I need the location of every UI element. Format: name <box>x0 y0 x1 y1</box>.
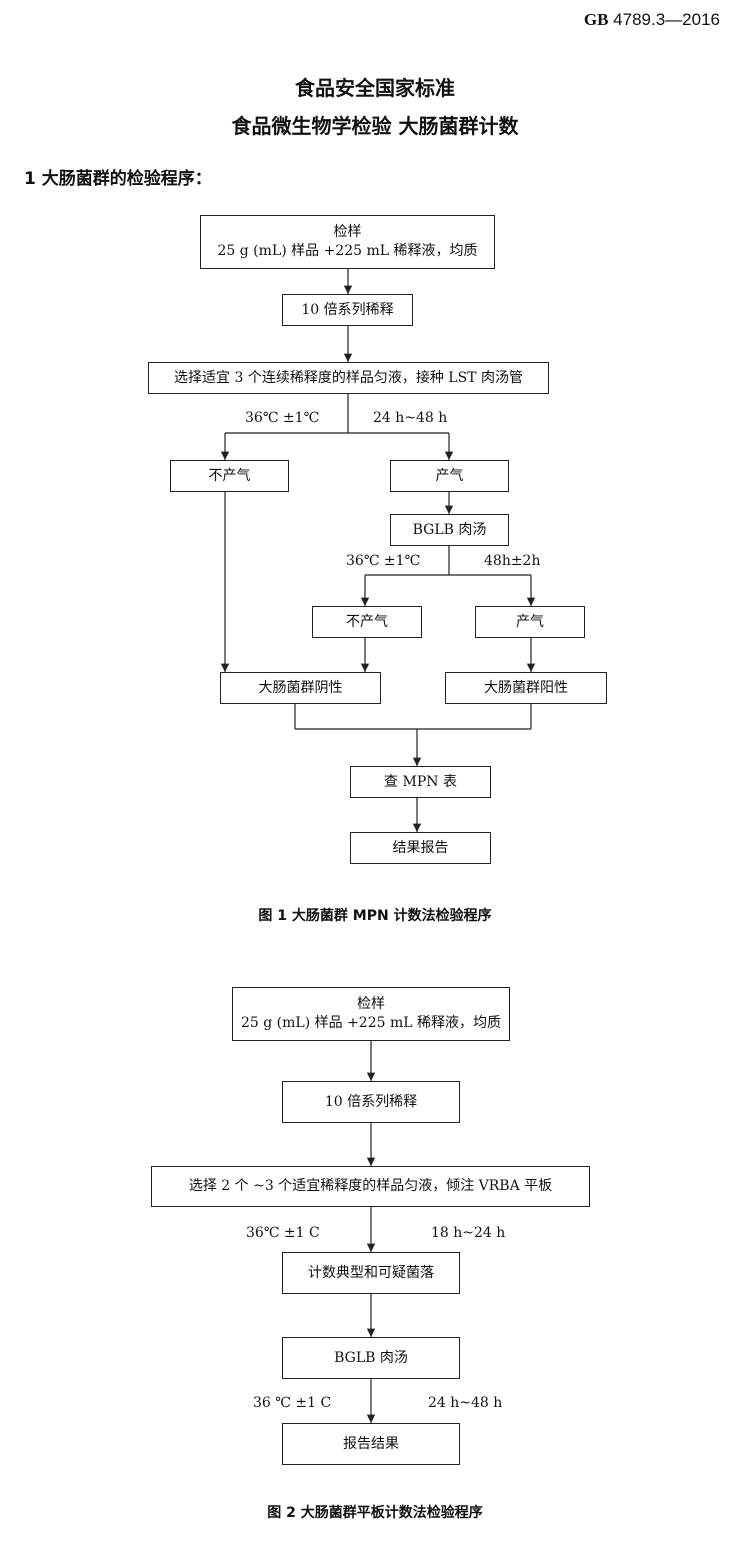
fig2-report-box: 报告结果 <box>282 1423 460 1465</box>
fig2-cond1-time: 18 h~24 h <box>431 1225 506 1241</box>
fig1-bglb-box: BGLB 肉汤 <box>390 514 509 546</box>
fig2-cond1-temp: 36℃ ±1 C <box>246 1225 320 1241</box>
fig2-sample-line1: 检样 <box>357 996 385 1013</box>
fig1-cond1-temp: 36℃ ±1℃ <box>245 410 320 426</box>
fig1-cond1-time: 24 h~48 h <box>373 410 448 426</box>
fig1-inoculate-box: 选择适宜 3 个连续稀释度的样品匀液，接种 LST 肉汤管 <box>148 362 549 394</box>
fig2-cond2-temp: 36 ℃ ±1 C <box>253 1395 332 1411</box>
fig2-cond2-time: 24 h~48 h <box>428 1395 503 1411</box>
standard-code-prefix: GB <box>583 10 609 29</box>
standard-code-number: 4789.3—2016 <box>613 10 720 29</box>
fig1-gas-box-2: 产气 <box>475 606 585 638</box>
standard-code: GB 4789.3—2016 <box>584 10 720 30</box>
fig2-bglb-box: BGLB 肉汤 <box>282 1337 460 1379</box>
fig1-no-gas-box-2: 不产气 <box>312 606 422 638</box>
fig1-gas-box-1: 产气 <box>390 460 509 492</box>
fig2-count-box: 计数典型和可疑菌落 <box>282 1252 460 1294</box>
fig1-cond2-temp: 36℃ ±1℃ <box>346 553 421 569</box>
fig1-negative-box: 大肠菌群阴性 <box>220 672 381 704</box>
fig1-cond2-time: 48h±2h <box>484 553 541 569</box>
fig2-pour-box: 选择 2 个 ~3 个适宜稀释度的样品匀液，倾注 VRBA 平板 <box>151 1166 590 1207</box>
page-title-line1: 食品安全国家标准 <box>295 76 455 100</box>
fig1-no-gas-box-1: 不产气 <box>170 460 289 492</box>
fig1-mpn-box: 查 MPN 表 <box>350 766 491 798</box>
fig2-dilution-box: 10 倍系列稀释 <box>282 1081 460 1123</box>
section-heading: 1 大肠菌群的检验程序： <box>24 169 212 189</box>
fig2-caption: 图 2 大肠菌群平板计数法检验程序 <box>267 1505 483 1521</box>
fig2-sample-line2: 25 g (mL) 样品 +225 mL 稀释液，均质 <box>241 1015 501 1031</box>
fig2-sample-box: 检样 25 g (mL) 样品 +225 mL 稀释液，均质 <box>232 987 510 1041</box>
fig1-sample-line1: 检样 <box>333 224 362 241</box>
fig1-report-box: 结果报告 <box>350 832 491 864</box>
page-title-line2: 食品微生物学检验 大肠菌群计数 <box>231 114 519 138</box>
fig1-dilution-box: 10 倍系列稀释 <box>282 294 413 326</box>
fig1-positive-box: 大肠菌群阳性 <box>445 672 607 704</box>
fig1-sample-box: 检样 25 g (mL) 样品 +225 mL 稀释液，均质 <box>200 215 495 269</box>
fig1-caption: 图 1 大肠菌群 MPN 计数法检验程序 <box>258 908 492 924</box>
fig1-sample-line2: 25 g (mL) 样品 +225 mL 稀释液，均质 <box>217 243 478 259</box>
